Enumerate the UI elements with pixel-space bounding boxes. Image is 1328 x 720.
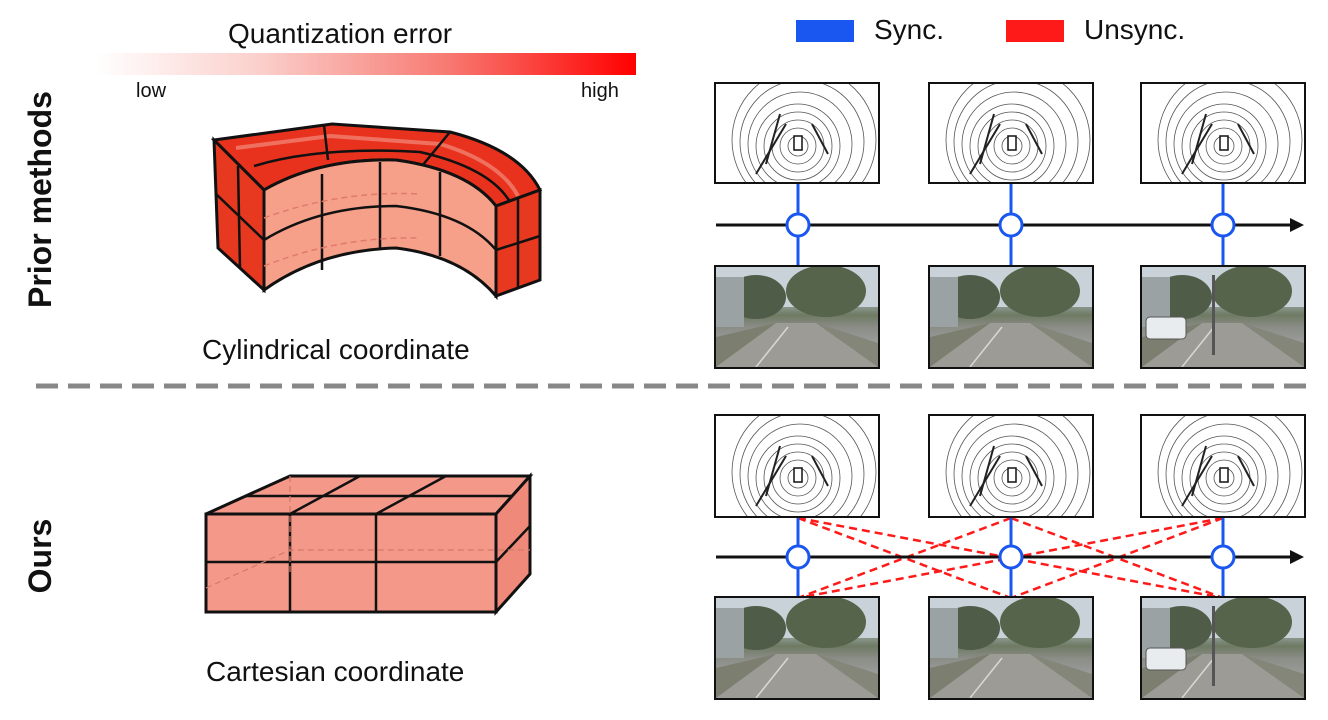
camera-frame-ours-1 — [714, 596, 880, 700]
camera-frame-prior-1 — [714, 265, 880, 369]
camera-frame-ours-2 — [928, 596, 1094, 700]
camera-frame-prior-2 — [928, 265, 1094, 369]
colorbar-low-label: low — [136, 80, 167, 102]
cylindrical-voxel-grid — [210, 122, 543, 301]
lidar-frame-ours-1 — [714, 414, 880, 518]
camera-frame-prior-3 — [1140, 265, 1306, 369]
section-divider — [36, 383, 1308, 389]
colorbar-title: Quantization error — [228, 18, 453, 49]
lidar-frame-ours-2 — [928, 414, 1094, 518]
row-label-prior: Prior methods — [22, 91, 58, 308]
legend-sync-label: Sync. — [874, 14, 945, 45]
timeline-ours — [716, 516, 1304, 600]
legend-unsync-label: Unsync. — [1084, 14, 1186, 45]
colorbar-gradient — [96, 53, 636, 75]
lidar-frame-prior-3 — [1140, 82, 1306, 184]
caption-cartesian: Cartesian coordinate — [206, 656, 465, 687]
camera-frame-ours-3 — [1140, 596, 1306, 700]
row-label-ours: Ours — [22, 518, 58, 594]
legend-unsync-swatch — [1006, 20, 1064, 42]
timeline-prior — [716, 180, 1304, 270]
lidar-frame-ours-3 — [1140, 414, 1306, 518]
lidar-frame-prior-1 — [714, 82, 880, 184]
colorbar-high-label: high — [581, 80, 619, 102]
legend-sync-swatch — [796, 20, 854, 42]
cartesian-voxel-grid — [204, 472, 534, 616]
lidar-frame-prior-2 — [928, 82, 1094, 184]
caption-cylindrical: Cylindrical coordinate — [202, 334, 470, 365]
